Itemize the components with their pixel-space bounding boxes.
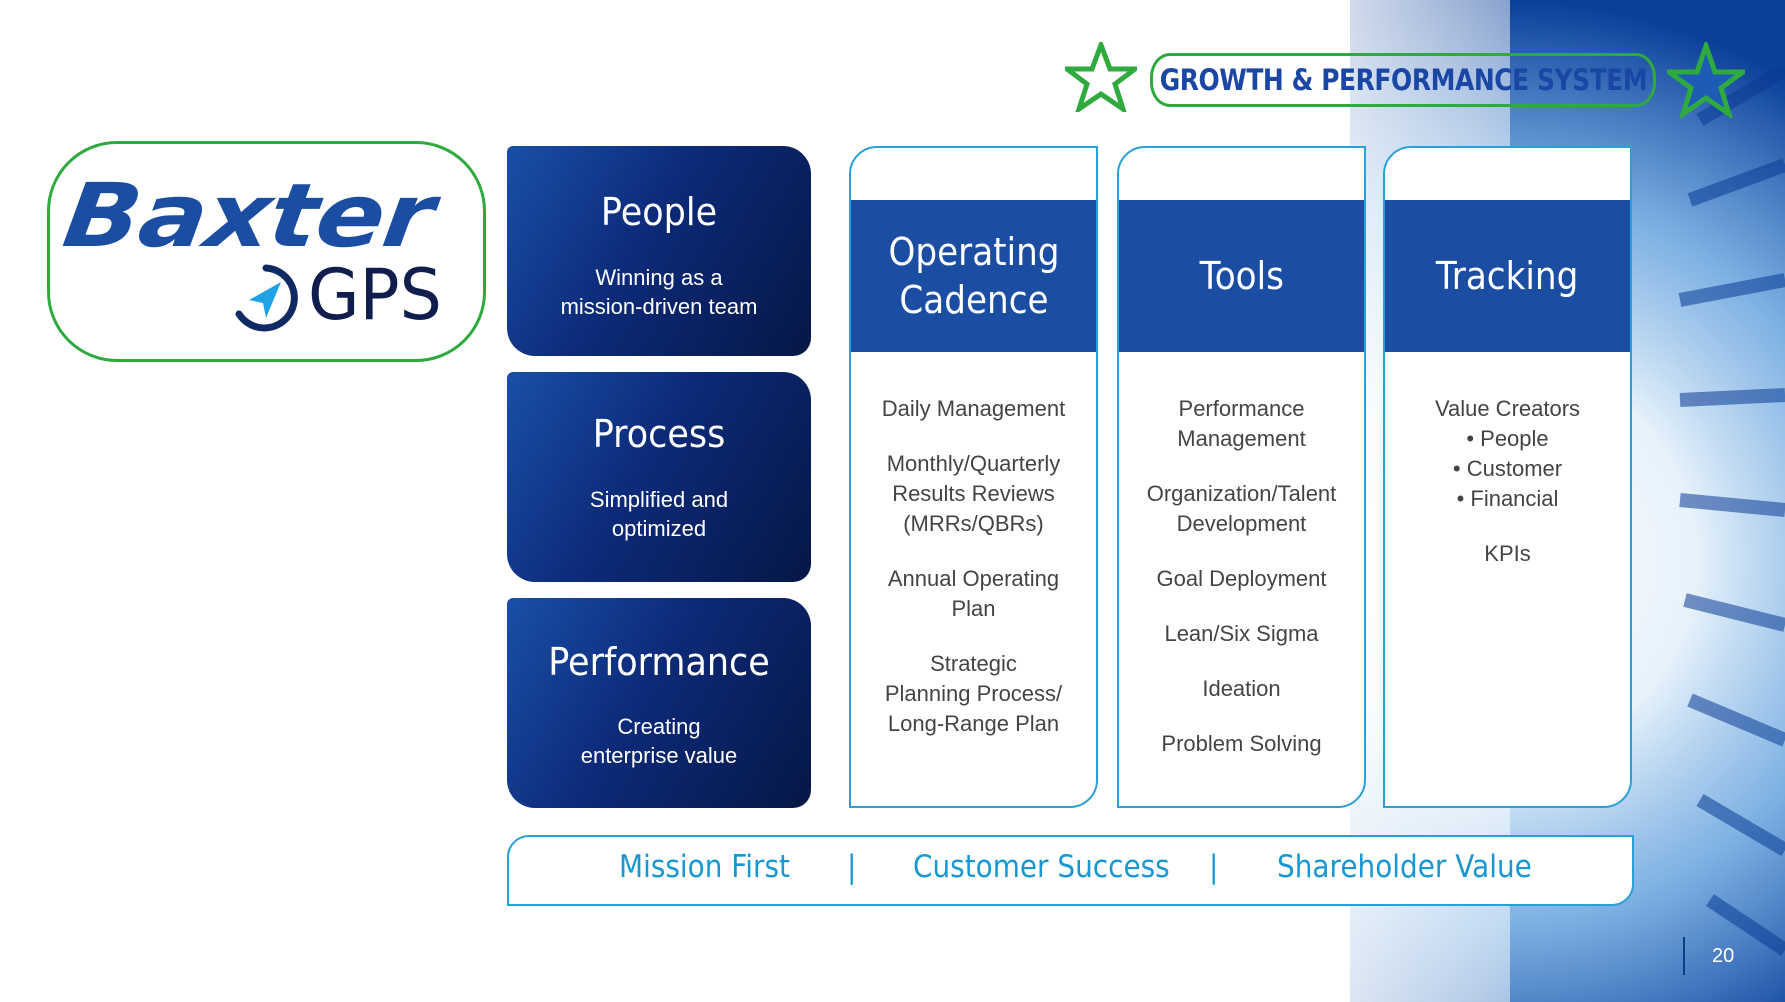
star-filled-right-icon <box>1667 42 1745 118</box>
column-item: KPIs <box>1484 541 1531 566</box>
column-tracking: Tracking Value Creators • People • Custo… <box>1383 146 1632 808</box>
column-item: Daily Management <box>881 396 1066 421</box>
column-item: Ideation <box>1202 676 1281 701</box>
star-outline-left-icon <box>1065 42 1137 112</box>
column-item: Strategic Planning Process/ Long-Range P… <box>884 651 1063 736</box>
pillar-people: People Winning as a mission-driven team <box>507 146 811 356</box>
column-item: Problem Solving <box>1161 731 1322 756</box>
value-separator: | <box>847 849 857 885</box>
column-item: Annual Operating Plan <box>887 566 1060 621</box>
page-number: 20 <box>1712 945 1735 967</box>
column-body: Performance Management Organization/Tale… <box>1123 394 1360 784</box>
column-item: Value Creators • People • Customer • Fin… <box>1434 396 1581 511</box>
pillar-subtitle: Creating enterprise value <box>580 714 738 768</box>
value-mission-first: Mission First <box>619 849 790 885</box>
value-separator: | <box>1209 849 1219 885</box>
column-body: Daily Management Monthly/Quarterly Resul… <box>855 394 1092 764</box>
pillar-process: Process Simplified and optimized <box>507 372 811 582</box>
baxter-logo-text: Baxter <box>57 164 440 267</box>
gps-logo-text: GPS <box>308 254 442 336</box>
header-title-highlight: GROWTH & PERFORMANCE SYSTEM <box>1150 53 1656 107</box>
column-header: Operating Cadence <box>851 200 1096 352</box>
column-header: Tracking <box>1385 200 1630 352</box>
column-item: Monthly/Quarterly Results Reviews (MRRs/… <box>886 451 1061 536</box>
column-item: Lean/Six Sigma <box>1164 621 1319 646</box>
page-number-divider <box>1683 937 1685 975</box>
column-item: Performance Management <box>1177 396 1306 451</box>
header-title: GROWTH & PERFORMANCE SYSTEM <box>1159 63 1647 97</box>
pillar-title: Performance <box>548 640 770 684</box>
column-tools: Tools Performance Management Organizatio… <box>1117 146 1366 808</box>
logo-highlight-box: Baxter GPS <box>47 141 486 362</box>
column-title: Tracking <box>1436 254 1579 298</box>
column-title: Operating Cadence <box>887 230 1059 322</box>
column-item: Goal Deployment <box>1156 566 1327 591</box>
column-body: Value Creators • People • Customer • Fin… <box>1389 394 1626 594</box>
gps-compass-icon <box>235 264 298 332</box>
value-shareholder-value: Shareholder Value <box>1277 849 1532 885</box>
values-bar: Mission First | Customer Success | Share… <box>507 835 1634 906</box>
column-operating-cadence: Operating Cadence Daily Management Month… <box>849 146 1098 808</box>
column-header: Tools <box>1119 200 1364 352</box>
column-title: Tools <box>1199 254 1284 298</box>
pillar-subtitle: Simplified and optimized <box>589 487 729 541</box>
pillar-title: People <box>600 190 718 234</box>
pillar-performance: Performance Creating enterprise value <box>507 598 811 808</box>
column-item: Organization/Talent Development <box>1146 481 1337 536</box>
value-customer-success: Customer Success <box>913 849 1170 885</box>
pillar-title: Process <box>592 412 726 456</box>
pillar-subtitle: Winning as a mission-driven team <box>560 265 758 319</box>
